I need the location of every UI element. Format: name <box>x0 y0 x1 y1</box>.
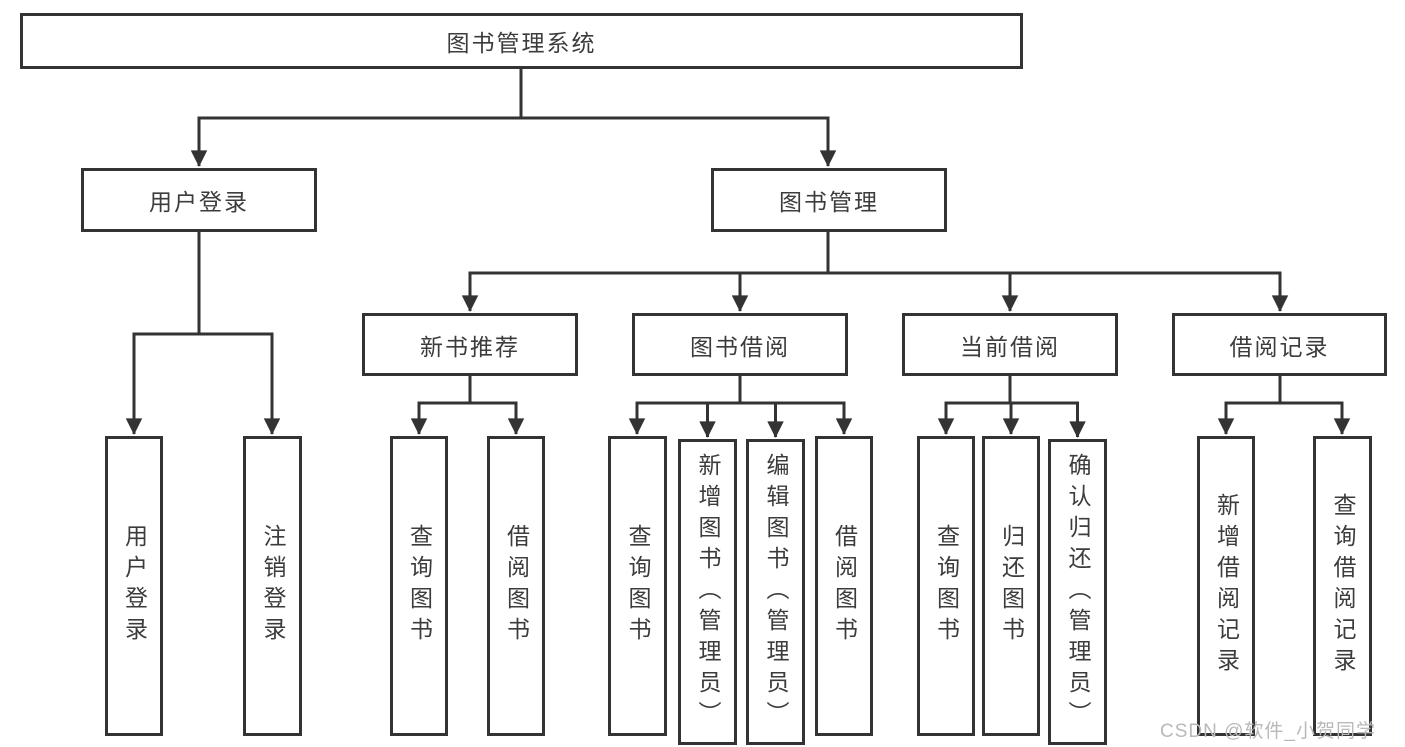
leaf-query-books-current: 查询图书 <box>917 436 975 736</box>
leaf-query-borrow-record: 查询借阅记录 <box>1313 436 1372 736</box>
node-label: 用户登录 <box>121 524 148 648</box>
node-user-login: 用户登录 <box>81 168 317 232</box>
node-label: 借阅图书 <box>831 524 858 648</box>
node-label: 借阅图书 <box>503 524 530 648</box>
node-label: 图书管理系统 <box>446 30 597 56</box>
node-label: 归还图书 <box>998 524 1025 648</box>
leaf-edit-books-admin: 编辑图书（管理员） <box>746 439 805 745</box>
node-borrowing-records: 借阅记录 <box>1172 313 1387 376</box>
leaf-borrow-books: 借阅图书 <box>815 436 873 736</box>
leaf-return-books: 归还图书 <box>982 436 1040 736</box>
node-label: 查询图书 <box>933 524 960 648</box>
leaf-query-books-borrow: 查询图书 <box>608 436 667 736</box>
node-label: 注销登录 <box>260 524 286 648</box>
csdn-watermark: CSDN @软件_小贺同学 <box>1160 721 1376 742</box>
node-book-borrowing: 图书借阅 <box>632 313 848 376</box>
leaf-logout: 注销登录 <box>243 436 302 736</box>
leaf-borrow-books-recommend: 借阅图书 <box>487 436 545 736</box>
node-label: 借阅记录 <box>1229 333 1330 360</box>
node-label: 查询图书 <box>625 524 651 648</box>
node-label: 图书借阅 <box>690 333 790 360</box>
node-label: 用户登录 <box>149 189 249 215</box>
leaf-confirm-return-admin: 确认归还（管理员） <box>1048 439 1107 745</box>
node-label: 新书推荐 <box>420 333 520 360</box>
node-book-management: 图书管理 <box>711 168 947 232</box>
node-label: 确认归还（管理员） <box>1065 452 1091 732</box>
node-current-borrowing: 当前借阅 <box>902 313 1118 376</box>
leaf-query-books-recommend: 查询图书 <box>390 436 448 736</box>
node-label: 图书管理 <box>779 189 879 215</box>
leaf-add-books-admin: 新增图书（管理员） <box>678 439 737 745</box>
node-label: 新增图书（管理员） <box>695 452 721 732</box>
node-label: 新增借阅记录 <box>1213 493 1240 679</box>
leaf-add-borrow-record: 新增借阅记录 <box>1197 436 1255 736</box>
node-label: 查询图书 <box>406 524 433 648</box>
leaf-user-login: 用户登录 <box>105 436 163 736</box>
node-root-system: 图书管理系统 <box>20 13 1023 69</box>
node-label: 编辑图书（管理员） <box>763 452 789 732</box>
node-label: 当前借阅 <box>960 333 1060 360</box>
node-label: 查询借阅记录 <box>1330 493 1356 679</box>
node-new-book-recommendation: 新书推荐 <box>362 313 578 376</box>
